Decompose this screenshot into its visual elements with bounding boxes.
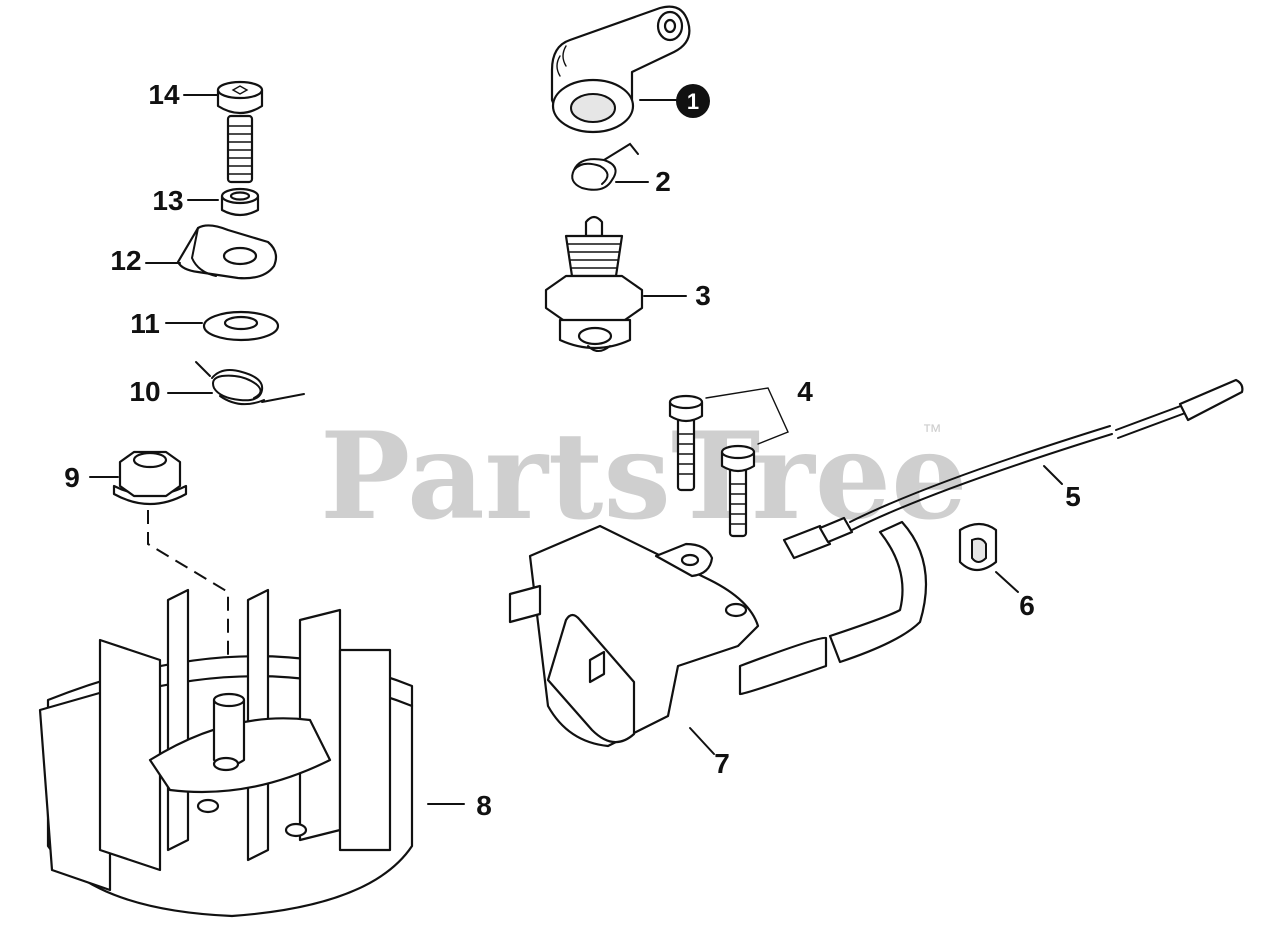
callout-14[interactable]: 14 — [148, 79, 180, 110]
part-13-spacer[interactable] — [220, 187, 260, 217]
part-14-screw[interactable] — [216, 80, 264, 184]
part-10-spring[interactable] — [195, 361, 305, 406]
leader-lines — [89, 94, 1063, 805]
callout-9[interactable]: 9 — [64, 462, 80, 493]
callouts: 1 2 3 4 5 6 7 8 9 10 11 12 13 14 — [64, 79, 1081, 821]
callout-5[interactable]: 5 — [1065, 481, 1081, 512]
part-6-grommet[interactable] — [958, 522, 998, 572]
leader-4-group — [705, 387, 789, 445]
callout-13[interactable]: 13 — [152, 185, 183, 216]
part-9-nut[interactable] — [112, 450, 188, 505]
watermark-trademark: ™ — [922, 421, 942, 443]
callout-10[interactable]: 10 — [129, 376, 160, 407]
callout-12[interactable]: 12 — [110, 245, 141, 276]
callout-2[interactable]: 2 — [655, 166, 671, 197]
watermark: PartsTree ™ — [320, 406, 967, 547]
part-4-screws[interactable] — [668, 394, 756, 538]
callout-1[interactable]: 1 — [676, 84, 710, 118]
callout-7[interactable]: 7 — [714, 748, 730, 779]
part-8-flywheel[interactable] — [38, 588, 414, 918]
part-1-boot[interactable] — [550, 5, 691, 134]
callout-6[interactable]: 6 — [1019, 590, 1035, 621]
callout-1-label: 1 — [687, 89, 699, 114]
part-7-ignition-coil[interactable] — [508, 520, 928, 748]
callout-3[interactable]: 3 — [695, 280, 711, 311]
callout-4[interactable]: 4 — [797, 376, 813, 407]
part-2-spring[interactable] — [571, 142, 639, 191]
part-12-bracket[interactable] — [176, 224, 278, 280]
part-3-spark-plug[interactable] — [544, 215, 644, 352]
callout-8[interactable]: 8 — [476, 790, 492, 821]
part-11-washer[interactable] — [202, 310, 280, 342]
callout-11[interactable]: 11 — [130, 308, 160, 339]
watermark-brand: PartsTree — [320, 406, 967, 547]
part-5-wire[interactable] — [782, 378, 1244, 560]
